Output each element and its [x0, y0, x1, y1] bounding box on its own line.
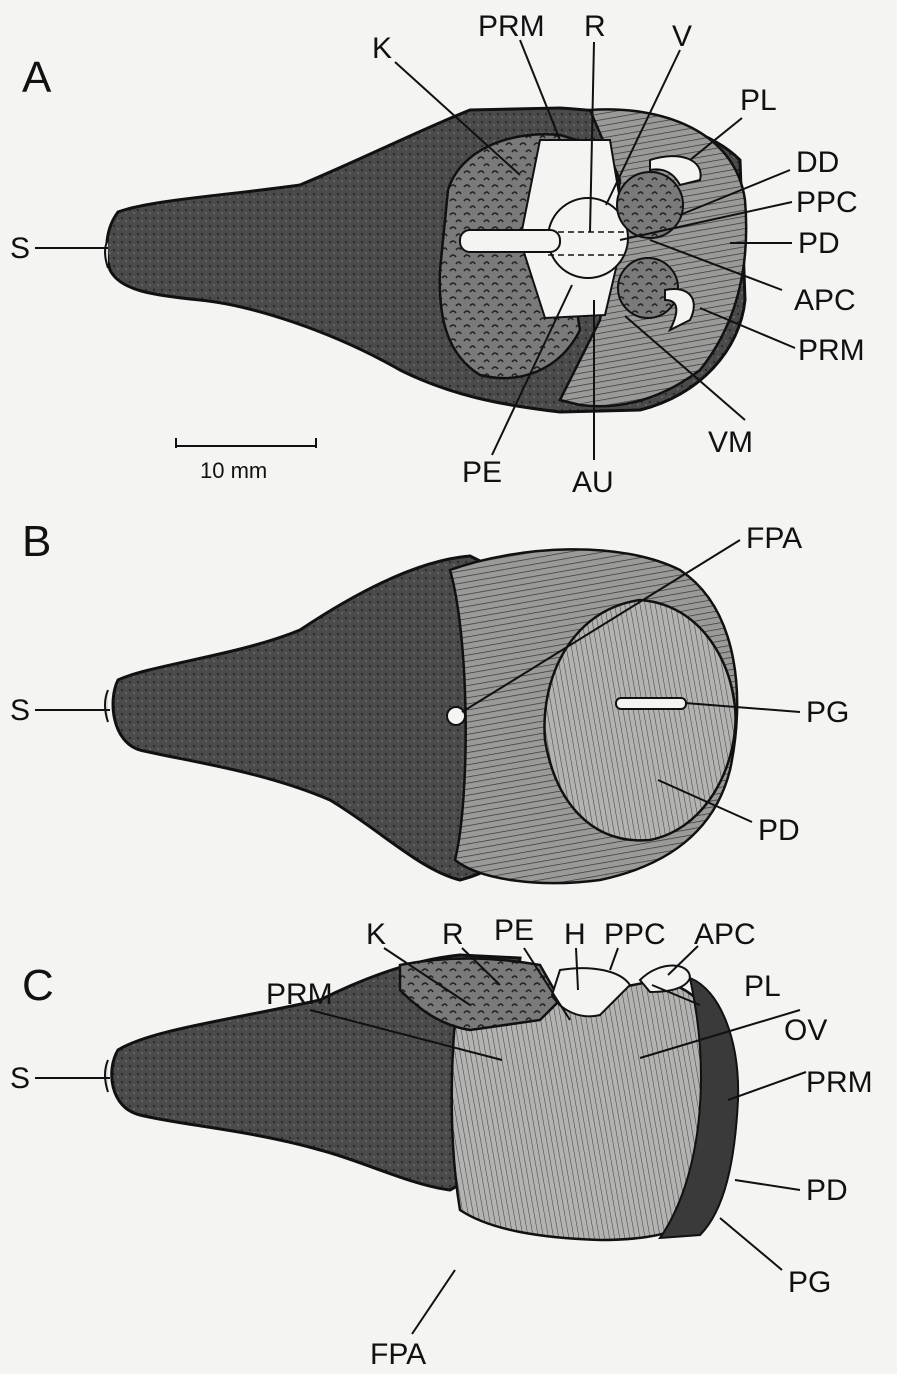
panel-a-label-k: K	[372, 32, 392, 65]
panel-b-groove	[616, 698, 686, 709]
panel-b-label-pd: PD	[758, 814, 800, 847]
panel-b: B S FPA PG PD	[10, 517, 849, 883]
panel-a-label-apc: APC	[794, 284, 856, 317]
panel-a-label-pd: PD	[798, 227, 840, 260]
panel-b-label-fpa: FPA	[746, 522, 802, 555]
panel-a-label-dd: DD	[796, 146, 839, 179]
panel-b-letter: B	[22, 517, 51, 566]
panel-c: C S PRM K R PE H PPC A	[10, 914, 873, 1371]
panel-c-label-fpa: FPA	[370, 1338, 426, 1371]
panel-c-label-k: K	[366, 918, 386, 951]
panel-a-lower-organ	[618, 258, 678, 318]
panel-a-label-vm: VM	[708, 426, 753, 459]
panel-c-label-ppc: PPC	[604, 918, 666, 951]
panel-a-label-prm-top: PRM	[478, 10, 545, 43]
scale-bar: 10 mm	[176, 438, 316, 483]
panel-c-label-pe: PE	[494, 914, 534, 947]
panel-c-label-pg: PG	[788, 1266, 831, 1299]
panel-a-label-v: V	[672, 20, 692, 53]
panel-c-label-pd: PD	[806, 1174, 848, 1207]
panel-a-label-prm-right: PRM	[798, 334, 865, 367]
panel-c-label-prm-left: PRM	[266, 978, 333, 1011]
panel-a-label-s: S	[10, 232, 30, 265]
panel-a-label-pl: PL	[740, 84, 777, 117]
panel-a-letter: A	[22, 53, 52, 102]
panel-c-label-r: R	[442, 918, 464, 951]
panel-c-label-prm-right: PRM	[806, 1066, 873, 1099]
panel-b-label-pg: PG	[806, 696, 849, 729]
panel-c-label-apc: APC	[694, 918, 756, 951]
panel-a-label-ppc: PPC	[796, 186, 858, 219]
panel-a-groove	[460, 230, 560, 252]
panel-c-label-pl: PL	[744, 970, 781, 1003]
panel-c-label-h: H	[564, 918, 586, 951]
panel-c-letter: C	[22, 961, 54, 1010]
panel-c-label-ov: OV	[784, 1014, 827, 1047]
panel-a-label-r: R	[584, 10, 606, 43]
panel-a-label-pe: PE	[462, 456, 502, 489]
panel-a: A	[10, 10, 865, 499]
panel-b-label-s: S	[10, 694, 30, 727]
panel-c-label-s: S	[10, 1062, 30, 1095]
scale-bar-label: 10 mm	[200, 458, 267, 483]
panel-a-label-au: AU	[572, 466, 614, 499]
panel-b-anterior-pore	[447, 707, 465, 725]
